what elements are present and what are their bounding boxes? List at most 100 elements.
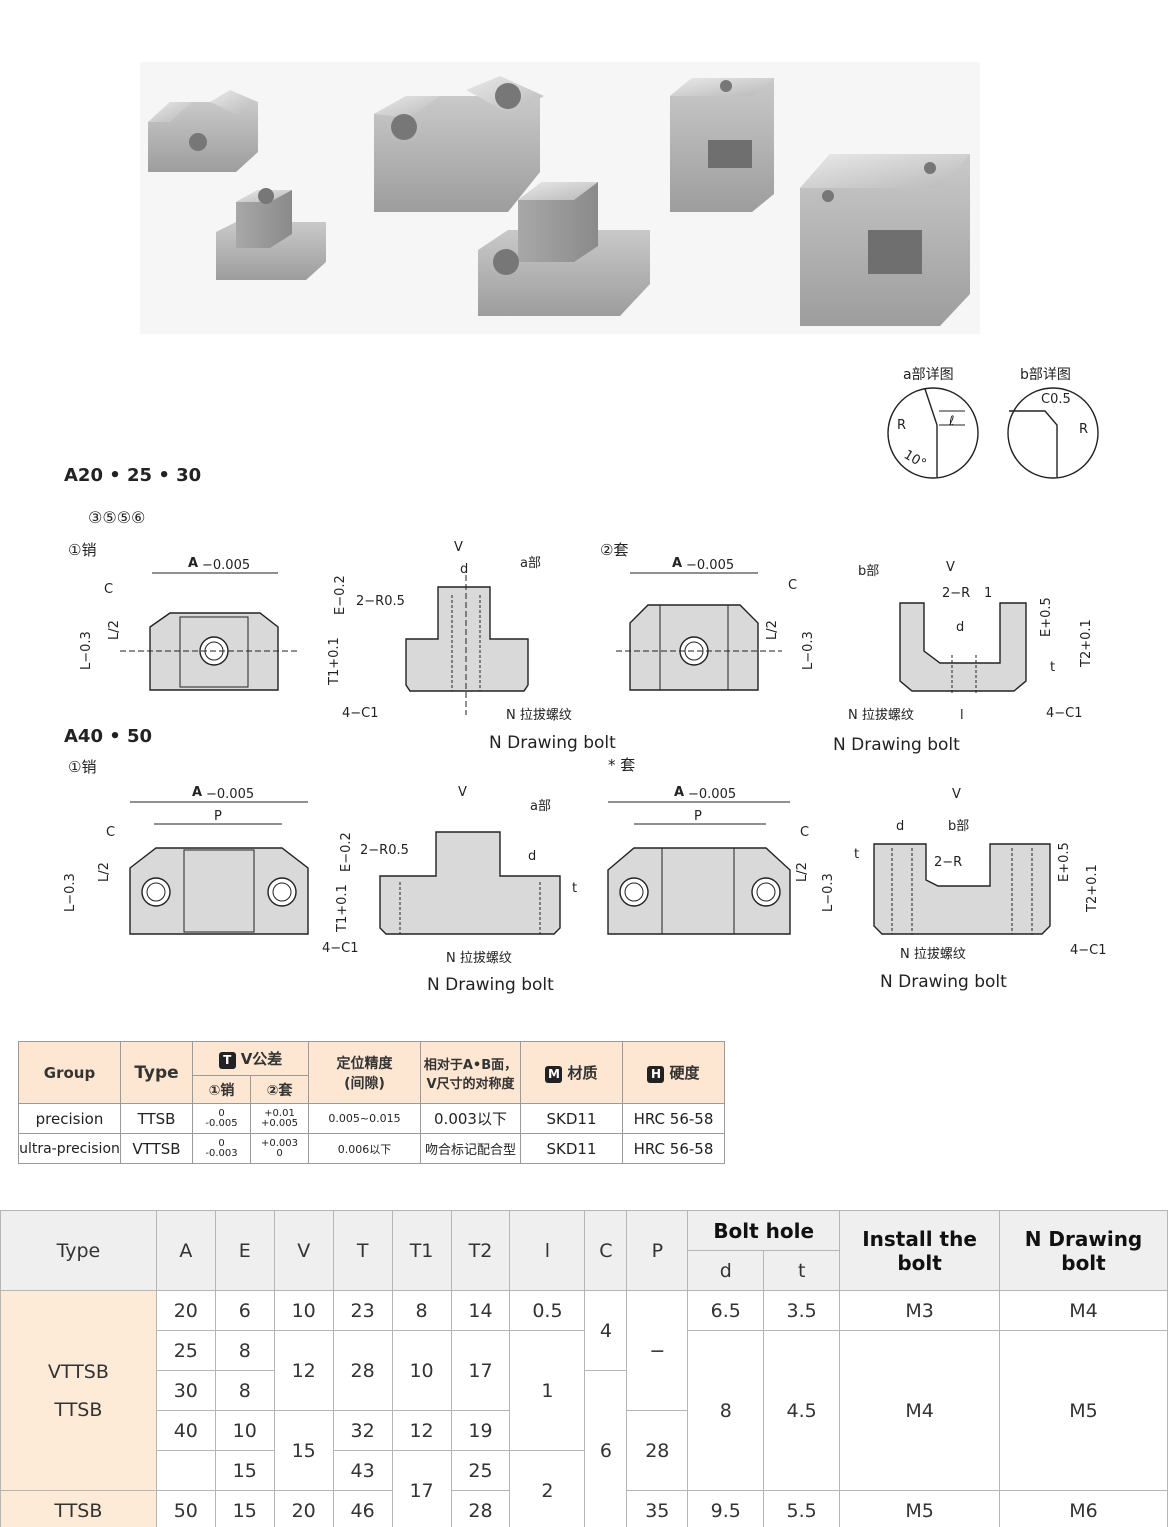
sleeve-label: ②套 <box>600 541 628 559</box>
spec-material: SKD11 <box>520 1133 623 1164</box>
c-label: C <box>104 582 113 597</box>
cell-drawing: M6 <box>998 1490 1168 1527</box>
cell-install: M3 <box>839 1290 1000 1331</box>
cell-a <box>155 1450 216 1491</box>
cell-v: 20 <box>273 1490 334 1527</box>
cell-install: M4 <box>839 1330 1000 1491</box>
cell-drawing: M4 <box>998 1290 1168 1331</box>
l-dim-b2: L−0.3 <box>821 873 836 912</box>
one-label: 1 <box>984 586 992 601</box>
dimension-table: Type A E V T T1 T2 l C P Bolt hole Insta… <box>0 1210 1168 1527</box>
l-half-2: L/2 <box>765 620 780 640</box>
t-badge: T <box>218 1052 236 1069</box>
l-dim: L−0.3 <box>79 631 94 670</box>
cell-a: 25 <box>155 1330 216 1371</box>
a-dim-2: A <box>672 556 682 571</box>
l-half-b: L/2 <box>97 862 112 882</box>
t-label-b: t <box>572 881 577 896</box>
l-half: L/2 <box>107 620 122 640</box>
a-tol-bottom-b: −0.005 <box>206 787 254 802</box>
cell-v: 12 <box>273 1330 334 1411</box>
cell-bolt-t: 3.5 <box>763 1290 841 1331</box>
table-row: TTSB 50 15 20 46 28 35 9.5 5.5 M5 M6 <box>0 1490 1168 1527</box>
dim-header-drawing: N Drawing bolt <box>998 1210 1168 1291</box>
v-label-2: V <box>946 560 955 575</box>
nbolt-cn-b: N 拉拔螺纹 <box>848 708 914 723</box>
d-label-b: d <box>528 849 536 864</box>
d-label-2: d <box>956 620 964 635</box>
drawing-row-b: ①销 * 套 A −0.005 P C L−0.3 L/2 V a部 2−R0.… <box>63 756 1107 966</box>
spec-sleeve-tol: +0.01+0.005 <box>250 1103 309 1134</box>
cell-e: 15 <box>214 1490 275 1527</box>
cell-v: 15 <box>273 1410 334 1491</box>
dim-header-c: C <box>584 1210 628 1291</box>
type-vttsb: VTTSB <box>47 1360 109 1383</box>
a-tol-bottom-2: −0.005 <box>686 558 734 573</box>
r-small-label: 2−R <box>942 586 970 601</box>
t-label: t <box>1050 660 1055 675</box>
e-dim: E−0.2 <box>333 575 348 615</box>
b-part-label-b: b部 <box>948 819 969 834</box>
l-label: l <box>960 708 964 723</box>
cell-t: 23 <box>332 1290 393 1331</box>
spec-type: VTTSB <box>120 1133 193 1164</box>
a-part-label: a部 <box>520 556 541 571</box>
b-part-label: b部 <box>858 564 879 579</box>
dim-header-t1: T1 <box>391 1210 452 1291</box>
a-dim-b: A <box>192 785 202 800</box>
pin-label: ①销 <box>68 541 96 559</box>
detail-b-circle: C0.5 R <box>1007 387 1099 479</box>
cell-l: 2 <box>509 1450 586 1527</box>
d-label: d <box>460 562 468 577</box>
c1-label: 4−C1 <box>342 706 379 721</box>
cell-drawing: M5 <box>998 1330 1168 1491</box>
p-label: P <box>214 809 222 824</box>
spec-accuracy: 0.005~0.015 <box>308 1103 421 1134</box>
c1-label-b2: 4−C1 <box>1070 943 1107 958</box>
r05-label: 2−R0.5 <box>356 594 405 609</box>
spec-row: precision TTSB 0-0.005 +0.01+0.005 0.005… <box>18 1103 725 1134</box>
cell-bolt-t: 4.5 <box>763 1330 841 1491</box>
cell-l: 0.5 <box>509 1290 586 1331</box>
r05-label-b: 2−R0.5 <box>360 843 409 858</box>
type-ttsb-last: TTSB <box>0 1490 157 1527</box>
a-tol-bottom: −0.005 <box>202 558 250 573</box>
cell-t: 28 <box>332 1330 393 1411</box>
h-badge: H <box>647 1066 665 1083</box>
l-dim-b: L−0.3 <box>63 873 78 912</box>
e-dim-b: E−0.2 <box>339 832 354 872</box>
spec-header-accuracy: 定位精度 (间隙) <box>308 1041 421 1104</box>
cell-v: 10 <box>273 1290 334 1331</box>
spec-symmetry: 0.003以下 <box>420 1103 521 1134</box>
part-pin-large <box>478 182 650 316</box>
spec-hardness: HRC 56-58 <box>622 1133 725 1164</box>
spec-hardness: HRC 56-58 <box>622 1103 725 1134</box>
spec-group: precision <box>18 1103 121 1134</box>
a-tol-bottom-b2: −0.005 <box>688 787 736 802</box>
detail-b-title: b部详图 <box>1020 367 1071 383</box>
table-row: 15 43 17 25 2 <box>1 1450 1168 1527</box>
table-row: 40 10 15 32 12 19 28 <box>1 1410 1168 1491</box>
detail-a-r: R <box>897 418 906 433</box>
c-label-b2: C <box>800 825 809 840</box>
cell-d: 6.5 <box>687 1290 765 1331</box>
type-ttsb: TTSB <box>54 1398 103 1421</box>
cell-t2: 19 <box>450 1410 511 1451</box>
table-row: 25 8 12 28 10 17 1 8 4.5 M4 M5 <box>1 1330 1168 1491</box>
cell-t2: 25 <box>450 1450 511 1491</box>
spec-symmetry: 吻合标记配合型 <box>420 1133 521 1164</box>
nbolt-en-2: N Drawing bolt <box>833 735 960 755</box>
cell-p: 28 <box>626 1410 689 1491</box>
part-sleeve-large <box>374 76 544 212</box>
cell-t: 46 <box>332 1490 393 1527</box>
cell-t2: 28 <box>450 1490 511 1527</box>
dim-header-t: T <box>332 1210 393 1291</box>
dim-header-p: P <box>626 1210 689 1291</box>
a-part-label-b: a部 <box>530 799 551 814</box>
cell-t1: 10 <box>391 1330 452 1411</box>
